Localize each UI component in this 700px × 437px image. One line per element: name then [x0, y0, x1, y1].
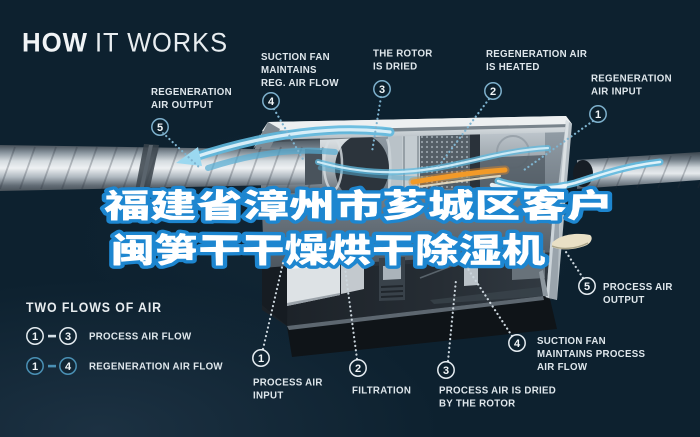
svg-text:3: 3: [65, 331, 71, 343]
svg-text:TWO FLOWS OF AIR: TWO FLOWS OF AIR: [26, 300, 162, 315]
svg-text:FILTRATION: FILTRATION: [352, 386, 411, 397]
svg-text:4: 4: [65, 361, 72, 373]
svg-text:HOW: HOW: [22, 28, 88, 58]
svg-text:5: 5: [584, 281, 590, 293]
svg-text:3: 3: [443, 365, 449, 377]
svg-text:PROCESS AIR FLOW: PROCESS AIR FLOW: [89, 332, 192, 343]
svg-text:1: 1: [32, 331, 38, 343]
svg-text:1: 1: [32, 361, 38, 373]
svg-text:1: 1: [595, 109, 601, 121]
svg-text:4: 4: [268, 96, 275, 108]
svg-text:REGENERATION AIR FLOW: REGENERATION AIR FLOW: [89, 362, 223, 373]
svg-text:5: 5: [157, 122, 163, 134]
svg-text:2: 2: [490, 86, 496, 98]
svg-text:3: 3: [379, 84, 385, 96]
svg-text:2: 2: [355, 363, 361, 375]
svg-text:1: 1: [258, 353, 264, 365]
svg-text:4: 4: [514, 338, 521, 350]
svg-text:IT WORKS: IT WORKS: [95, 28, 228, 58]
